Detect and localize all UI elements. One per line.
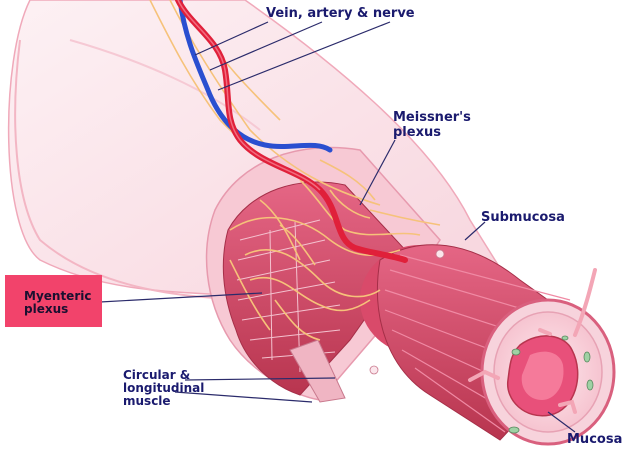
label-submucosa: Submucosa	[481, 210, 565, 225]
label-myenteric-plexus: Myenteric plexus	[24, 289, 92, 316]
vein	[177, 0, 333, 153]
label-vein-artery-nerve: Vein, artery & nerve	[266, 6, 415, 21]
label-mucosa: Mucosa	[567, 432, 623, 447]
artery-highlight	[177, 0, 321, 191]
longitudinal-muscle-strip	[289, 339, 346, 403]
submucosal-vessels	[468, 328, 577, 414]
label-circular-longitudinal-muscle: Circular & longitudinal muscle	[123, 368, 205, 408]
label-meissners-plexus: Meissner's plexus	[393, 110, 471, 140]
glands	[508, 335, 594, 434]
highlight-box	[5, 275, 102, 327]
ganglia	[369, 249, 445, 375]
lumen-inner	[521, 351, 564, 400]
leader-lines	[99, 21, 576, 433]
nerve-fiber-tail	[573, 268, 597, 337]
